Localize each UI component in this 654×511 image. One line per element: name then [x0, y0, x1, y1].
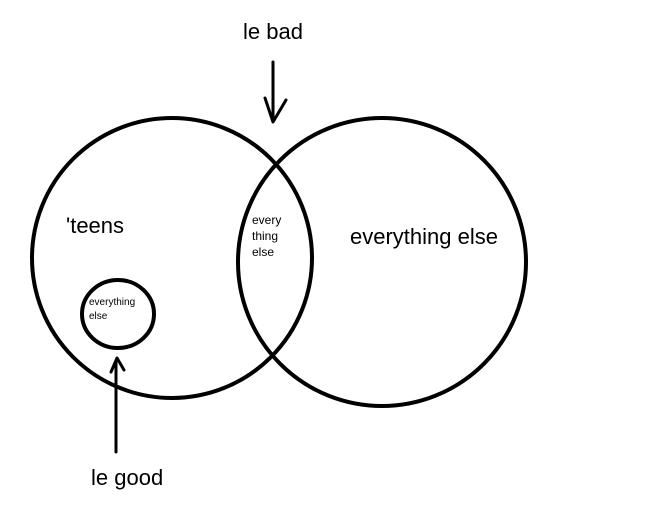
- good-circle: [80, 278, 156, 350]
- bad-arrow: [263, 60, 288, 124]
- good-arrow: [109, 356, 126, 454]
- everything-else-circle: [236, 116, 528, 408]
- label-teens: 'teens: [66, 213, 125, 238]
- label-inner-circle: everything else: [89, 296, 135, 324]
- label-inner-line-2: else: [89, 311, 108, 322]
- label-le-good: le good: [91, 465, 164, 490]
- label-overlap-line-3: else: [252, 245, 275, 259]
- label-le-bad: le bad: [243, 19, 303, 44]
- label-overlap-line-2: thing: [252, 229, 279, 243]
- teens-circle: [30, 116, 314, 400]
- label-everything-else: everything else: [350, 224, 498, 249]
- label-overlap-line-1: every: [252, 213, 282, 227]
- label-inner-line-1: everything: [89, 297, 136, 308]
- label-overlap: every thing else: [252, 212, 281, 260]
